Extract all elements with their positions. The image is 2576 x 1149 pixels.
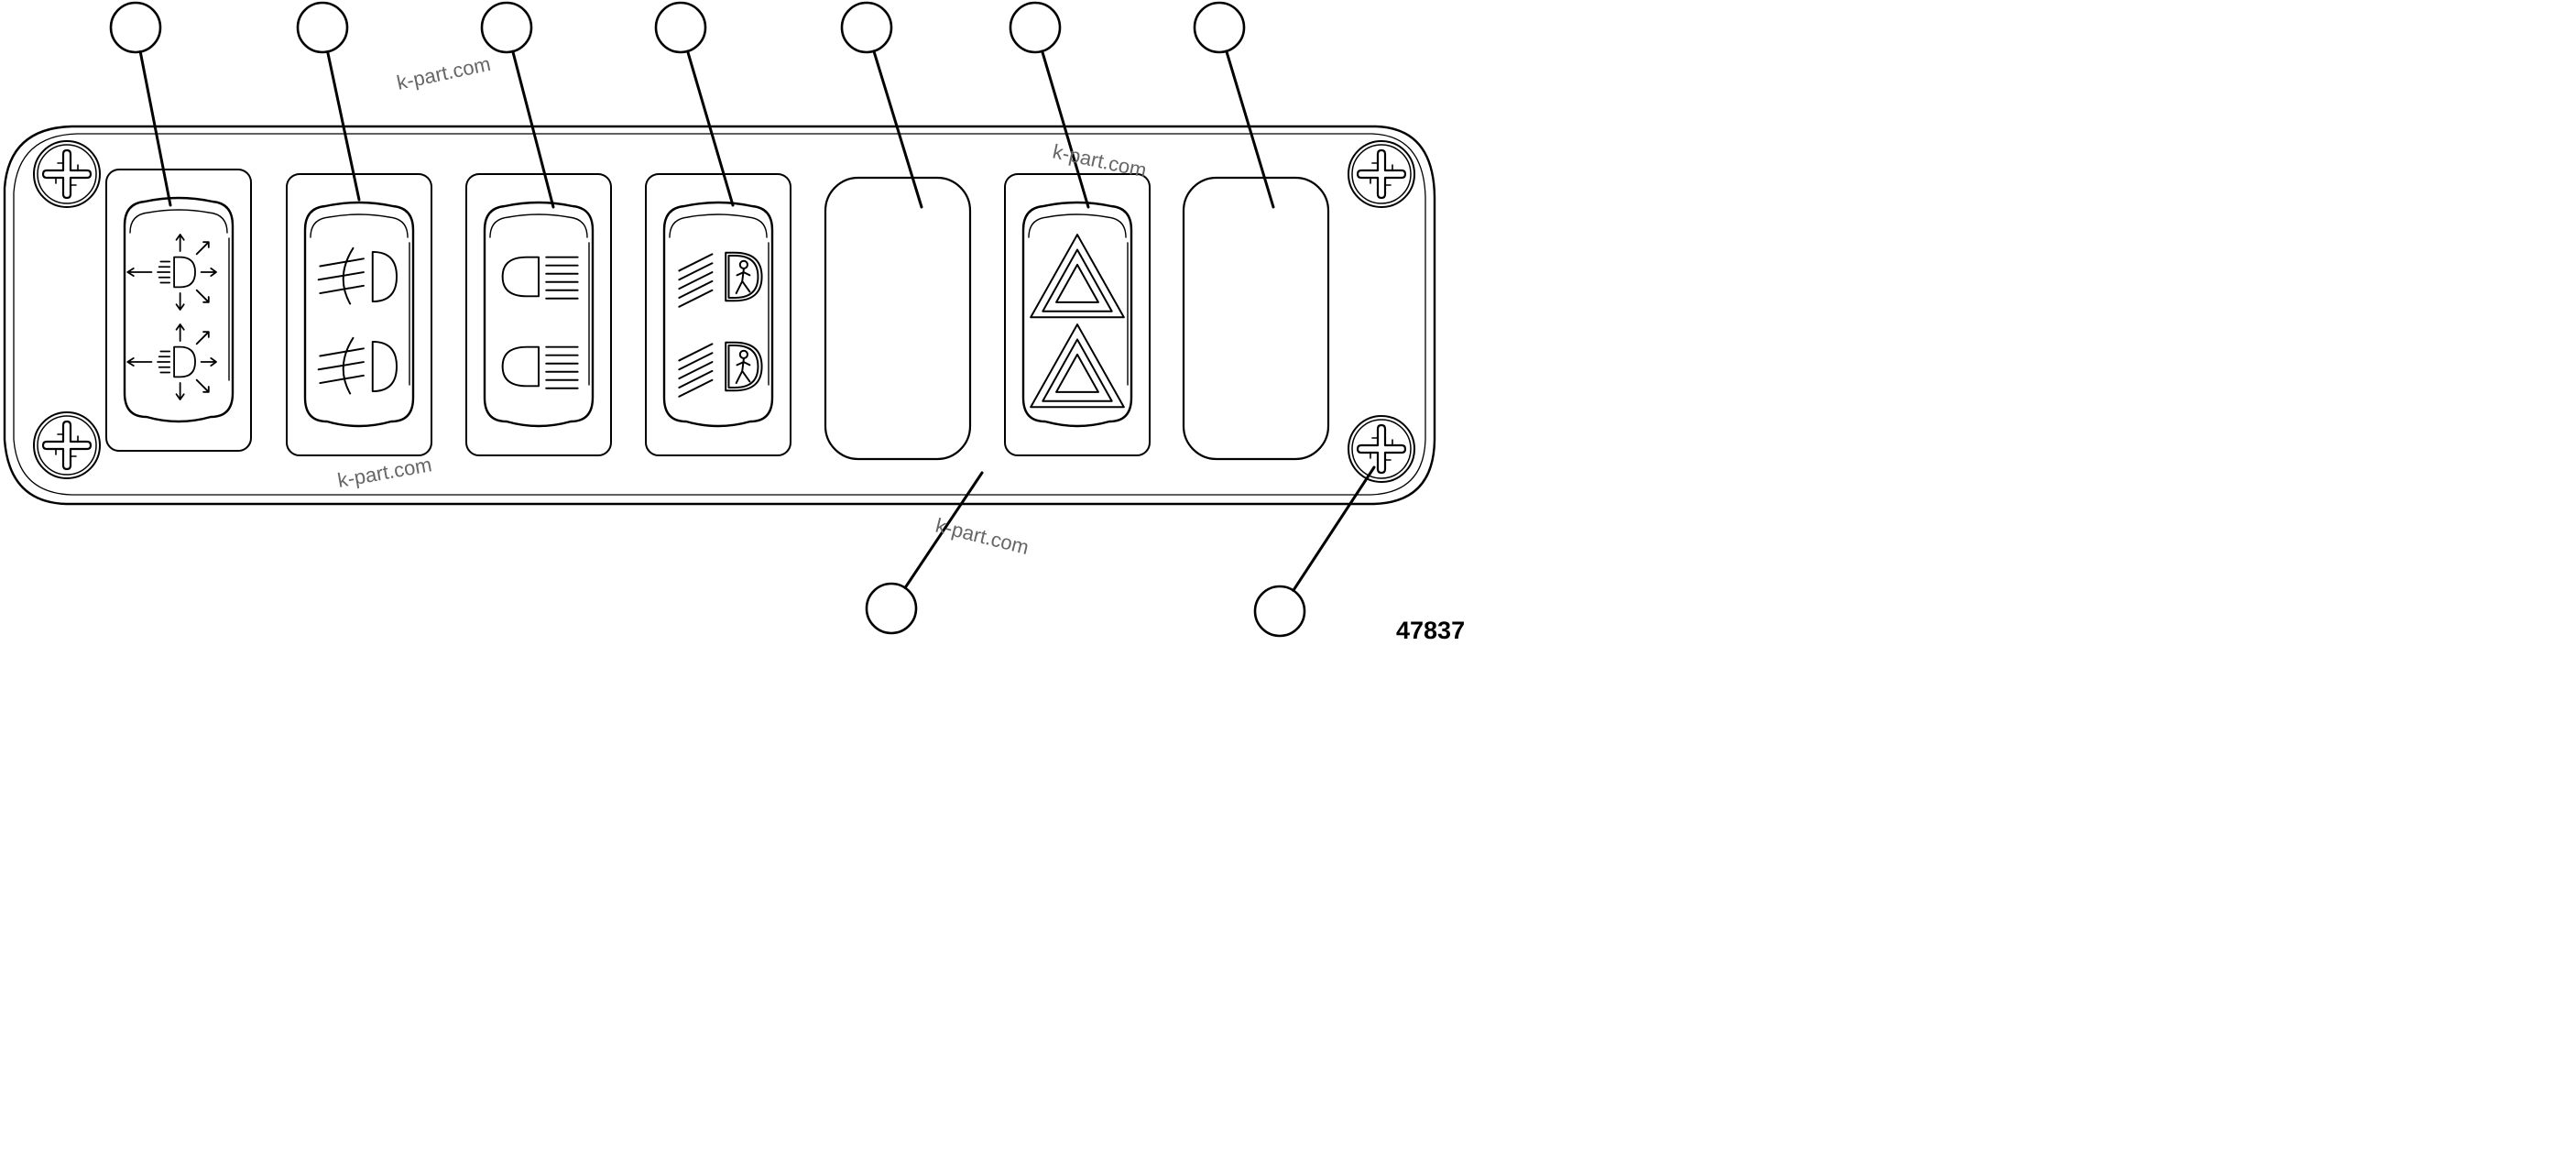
high-beam-icon: [501, 345, 579, 389]
leader-line: [1225, 49, 1275, 209]
screw-bottom-right: [1347, 414, 1416, 484]
pedestrian-light-icon: [678, 251, 763, 308]
callout-bubble: [480, 1, 533, 54]
work-light-icon: [126, 234, 217, 311]
leader-line: [903, 471, 984, 590]
callout-7: [1193, 1, 1275, 209]
leader-line: [1292, 465, 1376, 592]
callout-4: [654, 1, 735, 207]
cross-recess-screw-icon: [1347, 139, 1416, 209]
mounting-plate-inner-edge: [13, 133, 1426, 496]
cross-recess-screw-icon: [32, 139, 102, 209]
leader-line: [686, 49, 735, 207]
fog-light-icon: [317, 246, 398, 305]
screw-top-left: [32, 139, 102, 209]
watermark-2: k-part.com: [1051, 139, 1149, 181]
switch-pedestrian-light[interactable]: [645, 173, 791, 456]
screw-top-right: [1347, 139, 1416, 209]
callout-bubble: [1193, 1, 1246, 54]
work-light-icon: [126, 323, 217, 400]
callout-bubble: [1253, 585, 1306, 638]
callout-1: [109, 1, 172, 207]
callout-bubble: [109, 1, 162, 54]
switch-hazard[interactable]: [1004, 173, 1151, 456]
cross-recess-screw-icon: [32, 410, 102, 480]
callout-bubble: [865, 582, 918, 635]
hazard-warning-icon: [1030, 323, 1125, 409]
leader-line: [138, 49, 172, 207]
blank-plug-5[interactable]: [824, 176, 972, 461]
callout-8: [865, 471, 984, 635]
mounting-plate: [3, 125, 1436, 506]
high-beam-icon: [501, 256, 579, 300]
callout-9: [1253, 465, 1376, 638]
watermark-1: k-part.com: [395, 52, 493, 94]
callout-bubble: [840, 1, 893, 54]
watermark-4: k-part.com: [933, 514, 1031, 559]
cross-recess-screw-icon: [1347, 414, 1416, 484]
leader-line: [511, 49, 555, 209]
leader-line: [872, 49, 923, 209]
callout-3: [480, 1, 555, 209]
switch-slots: [105, 169, 1330, 461]
blank-plug-7[interactable]: [1182, 176, 1330, 461]
watermark-3: k-part.com: [336, 453, 434, 492]
pedestrian-light-icon: [678, 341, 763, 398]
screws: [32, 139, 1416, 484]
callout-6: [1009, 1, 1090, 209]
switch-headlights[interactable]: [465, 173, 612, 456]
callout-bubble: [296, 1, 349, 54]
callout-5: [840, 1, 923, 209]
callouts: [109, 1, 1376, 638]
switch-work-lights[interactable]: [105, 169, 252, 452]
figure-number: 47837: [1396, 617, 1465, 644]
leader-line: [1041, 49, 1090, 209]
leader-line: [326, 49, 361, 202]
callout-bubble: [1009, 1, 1062, 54]
callout-2: [296, 1, 361, 202]
callout-bubble: [654, 1, 707, 54]
screw-bottom-left: [32, 410, 102, 480]
hazard-warning-icon: [1030, 234, 1125, 319]
switch-fog-lights[interactable]: [286, 173, 432, 456]
fog-light-icon: [317, 336, 398, 395]
